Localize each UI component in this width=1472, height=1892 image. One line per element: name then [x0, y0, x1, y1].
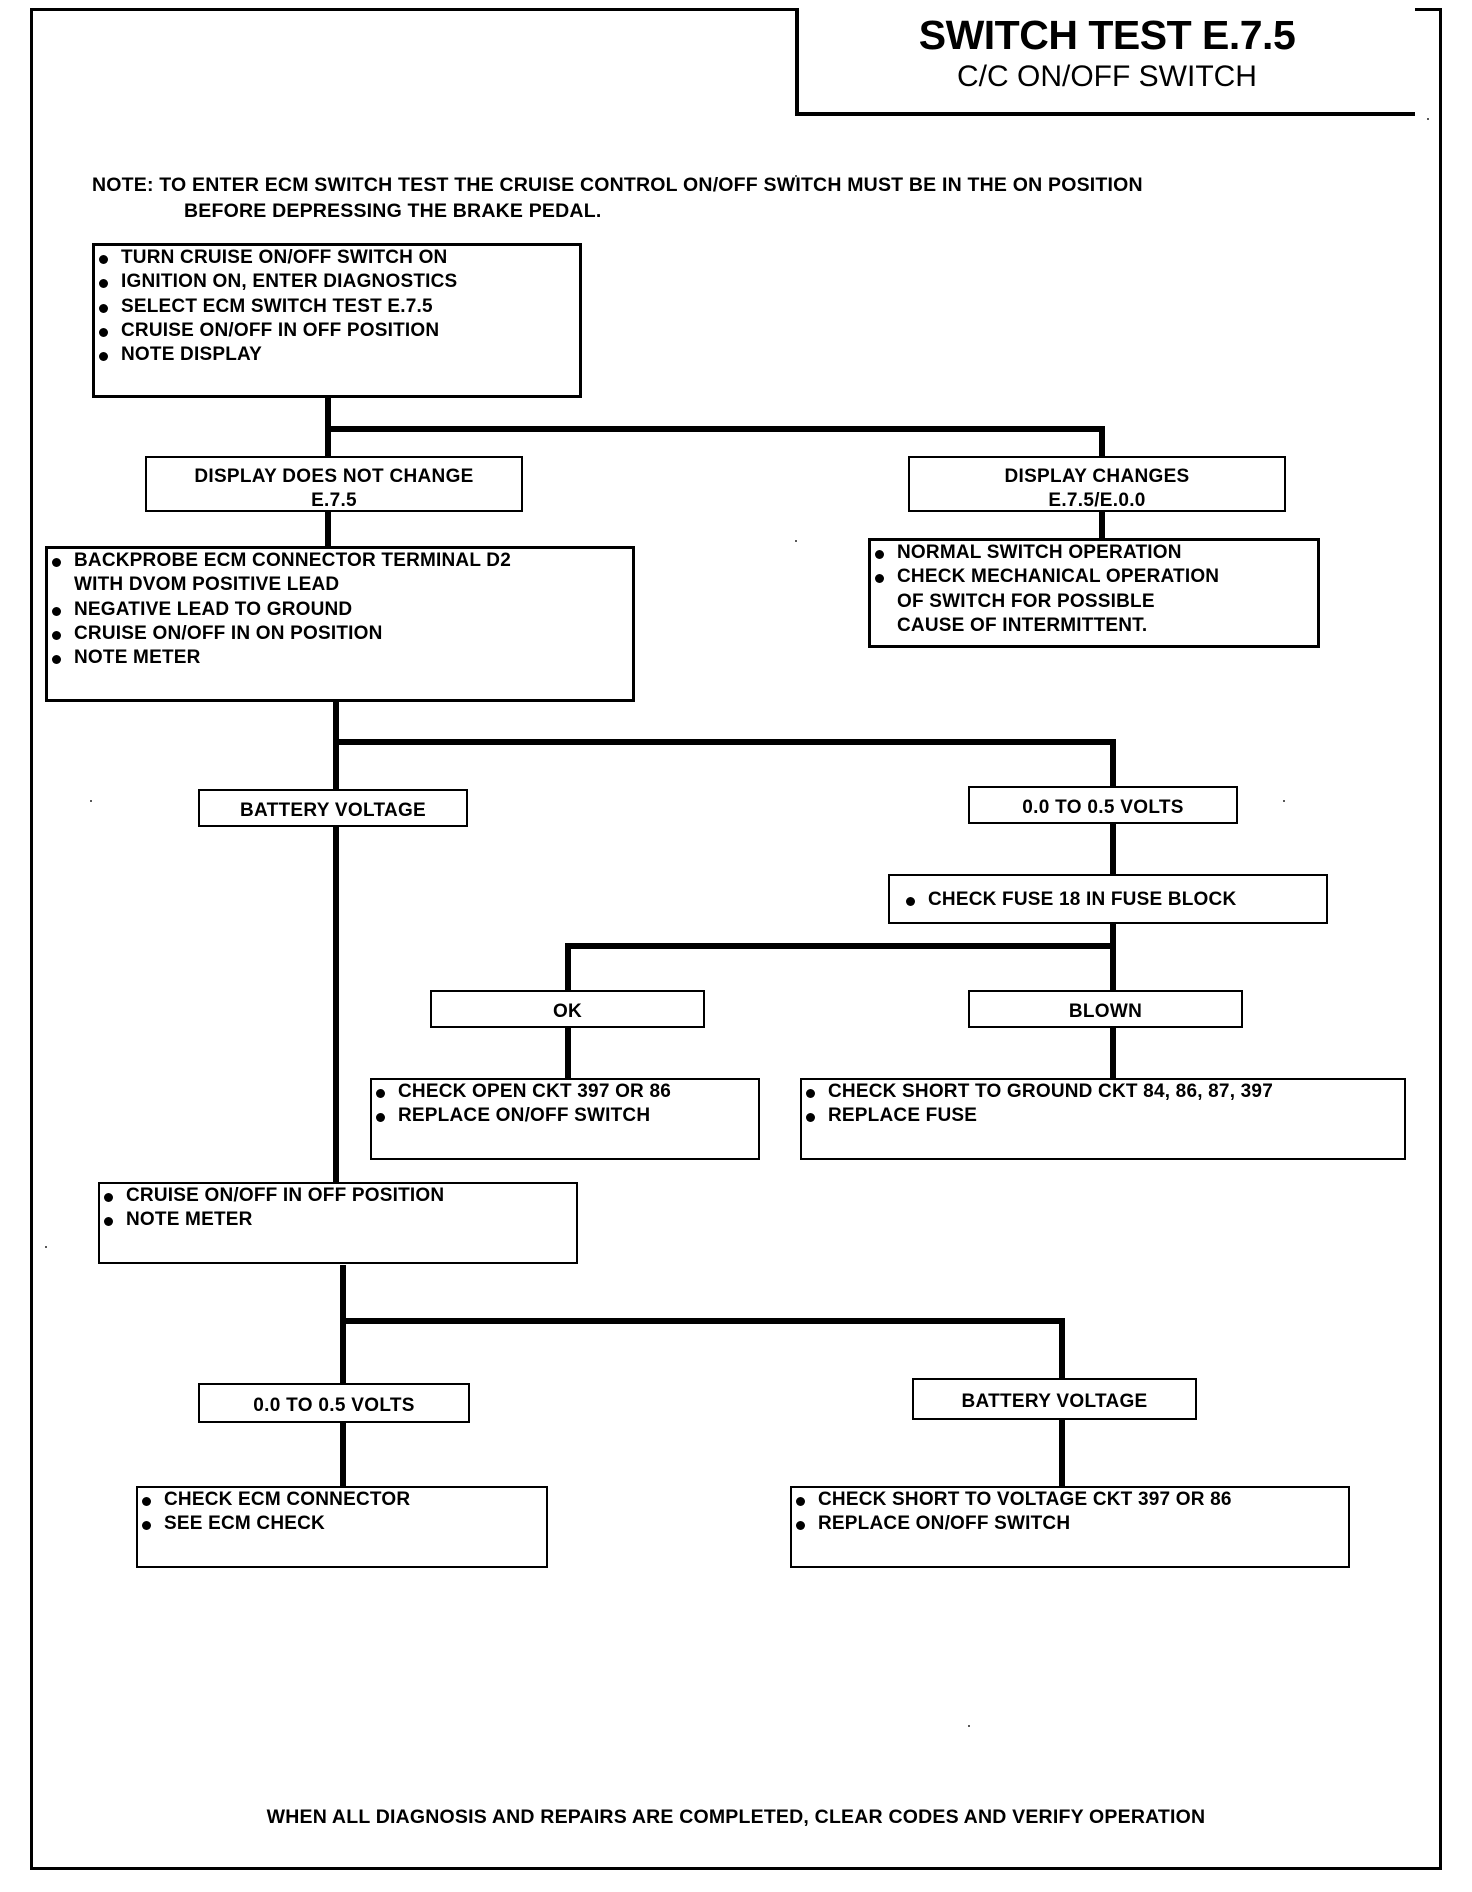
- box-backprobe-list: BACKPROBE ECM CONNECTOR TERMINAL D2 WITH…: [48, 549, 632, 671]
- list-item: CRUISE ON/OFF IN ON POSITION: [48, 622, 632, 646]
- box-display-no-change-line2: E.7.5: [311, 489, 357, 511]
- box-display-changes-line2: E.7.5/E.0.0: [1048, 489, 1146, 511]
- connector-volts1-down: [1110, 823, 1116, 875]
- connector-split-3: [565, 943, 1116, 949]
- list-item: CRUISE ON/OFF IN OFF POSITION: [100, 1184, 576, 1208]
- connector-to-ok: [565, 943, 571, 991]
- box-volts-low-1-label: 0.0 TO 0.5 VOLTS: [1022, 797, 1184, 818]
- connector-to-battery-2: [1059, 1318, 1065, 1383]
- footer-text: WHEN ALL DIAGNOSIS AND REPAIRS ARE COMPL…: [266, 1806, 1206, 1828]
- connector-changes-down: [1099, 512, 1105, 544]
- connector-nochange-down: [325, 512, 331, 547]
- box-ok-label: OK: [552, 1001, 583, 1022]
- note-text: NOTE: TO ENTER ECM SWITCH TEST THE CRUIS…: [92, 172, 1412, 225]
- connector-to-changes: [1099, 426, 1105, 458]
- list-item: CHECK OPEN CKT 397 OR 86: [372, 1080, 758, 1104]
- connector-blown-down: [1110, 1025, 1116, 1079]
- connector-ok-down: [565, 1025, 571, 1079]
- connector-to-no-change: [325, 426, 331, 456]
- box-display-changes-line1: DISPLAY CHANGES: [1004, 466, 1190, 487]
- connector-to-volts-1: [1110, 739, 1116, 789]
- connector-to-blown: [1110, 943, 1116, 991]
- list-item: REPLACE FUSE: [802, 1104, 1404, 1128]
- list-item: REPLACE ON/OFF SWITCH: [792, 1512, 1348, 1536]
- page-border: [30, 8, 1442, 1870]
- list-item: CHECK SHORT TO VOLTAGE CKT 397 OR 86: [792, 1488, 1348, 1512]
- box-battery-voltage-2: BATTERY VOLTAGE: [912, 1378, 1197, 1420]
- box-display-changes: DISPLAY CHANGES E.7.5/E.0.0: [908, 456, 1286, 512]
- list-item: SEE ECM CHECK: [138, 1512, 546, 1536]
- page-title: SWITCH TEST E.7.5: [918, 12, 1296, 58]
- list-item: CHECK SHORT TO GROUND CKT 84, 86, 87, 39…: [802, 1080, 1404, 1104]
- box-cruise-off: CRUISE ON/OFF IN OFF POSITION NOTE METER: [98, 1182, 578, 1264]
- box-display-no-change-line1: DISPLAY DOES NOT CHANGE: [194, 466, 474, 487]
- box-short-to-voltage-list: CHECK SHORT TO VOLTAGE CKT 397 OR 86 REP…: [792, 1488, 1348, 1537]
- box-backprobe: BACKPROBE ECM CONNECTOR TERMINAL D2 WITH…: [45, 546, 635, 702]
- connector-backprobe-down: [333, 700, 339, 745]
- box-start-list: TURN CRUISE ON/OFF SWITCH ON IGNITION ON…: [95, 246, 579, 368]
- box-normal-operation-list: NORMAL SWITCH OPERATION CHECK MECHANICAL…: [871, 541, 1317, 638]
- list-item: CRUISE ON/OFF IN OFF POSITION: [95, 319, 579, 343]
- list-item-continuation: WITH DVOM POSITIVE LEAD: [74, 574, 340, 596]
- note-line-2: BEFORE DEPRESSING THE BRAKE PEDAL.: [184, 200, 602, 223]
- box-check-fuse-list: CHECK FUSE 18 IN FUSE BLOCK: [890, 876, 1326, 922]
- connector-to-battery-1: [333, 739, 339, 789]
- list-item: IGNITION ON, ENTER DIAGNOSTICS: [95, 270, 579, 294]
- box-ecm-check: CHECK ECM CONNECTOR SEE ECM CHECK: [136, 1486, 548, 1568]
- box-blown-actions-list: CHECK SHORT TO GROUND CKT 84, 86, 87, 39…: [802, 1080, 1404, 1129]
- list-item: REPLACE ON/OFF SWITCH: [372, 1104, 758, 1128]
- box-start: TURN CRUISE ON/OFF SWITCH ON IGNITION ON…: [92, 243, 582, 398]
- box-battery-voltage-1-label: BATTERY VOLTAGE: [239, 800, 427, 821]
- note-line-1: NOTE: TO ENTER ECM SWITCH TEST THE CRUIS…: [92, 174, 1143, 196]
- box-normal-operation: NORMAL SWITCH OPERATION CHECK MECHANICAL…: [868, 538, 1320, 648]
- connector-cruiseoff-down: [340, 1265, 346, 1325]
- box-blown: BLOWN: [968, 990, 1243, 1028]
- connector-to-volts-2: [340, 1318, 346, 1383]
- list-item: NOTE DISPLAY: [95, 343, 579, 367]
- list-item: CHECK MECHANICAL OPERATION: [871, 565, 1317, 589]
- list-item: NORMAL SWITCH OPERATION: [871, 541, 1317, 565]
- box-short-to-voltage: CHECK SHORT TO VOLTAGE CKT 397 OR 86 REP…: [790, 1486, 1350, 1568]
- box-battery-voltage-1: BATTERY VOLTAGE: [198, 789, 468, 827]
- list-item: NOTE METER: [48, 646, 632, 670]
- list-item: NEGATIVE LEAD TO GROUND: [48, 598, 632, 622]
- list-item: CHECK ECM CONNECTOR: [138, 1488, 546, 1512]
- connector-split-4: [340, 1318, 1065, 1324]
- box-display-does-not-change: DISPLAY DOES NOT CHANGE E.7.5: [145, 456, 523, 512]
- box-check-fuse: CHECK FUSE 18 IN FUSE BLOCK: [888, 874, 1328, 924]
- page-subtitle: C/C ON/OFF SWITCH: [957, 60, 1257, 94]
- box-blown-actions: CHECK SHORT TO GROUND CKT 84, 86, 87, 39…: [800, 1078, 1406, 1160]
- list-item: TURN CRUISE ON/OFF SWITCH ON: [95, 246, 579, 270]
- box-volts-low-2: 0.0 TO 0.5 VOLTS: [198, 1383, 470, 1423]
- box-ok-actions: CHECK OPEN CKT 397 OR 86 REPLACE ON/OFF …: [370, 1078, 760, 1160]
- box-battery-voltage-2-label: BATTERY VOLTAGE: [961, 1391, 1148, 1412]
- connector-volts2-down: [340, 1420, 346, 1488]
- connector-battery2-down: [1059, 1420, 1065, 1488]
- connector-split-1: [325, 426, 1105, 432]
- connector-start-down: [325, 396, 331, 432]
- box-volts-low-1: 0.0 TO 0.5 VOLTS: [968, 786, 1238, 824]
- list-item-continuation: OF SWITCH FOR POSSIBLE: [897, 590, 1155, 612]
- box-blown-label: BLOWN: [1068, 1001, 1143, 1022]
- title-block: SWITCH TEST E.7.5 C/C ON/OFF SWITCH: [795, 8, 1415, 116]
- connector-split-2: [333, 739, 1116, 745]
- list-item: NOTE METER: [100, 1208, 576, 1232]
- connector-battery1-down: [333, 823, 339, 1191]
- list-item: SELECT ECM SWITCH TEST E.7.5: [95, 295, 579, 319]
- list-item: BACKPROBE ECM CONNECTOR TERMINAL D2: [48, 549, 632, 573]
- box-ok: OK: [430, 990, 705, 1028]
- list-item-continuation: CAUSE OF INTERMITTENT.: [897, 614, 1148, 636]
- list-item: CHECK FUSE 18 IN FUSE BLOCK: [902, 888, 1316, 912]
- box-cruise-off-list: CRUISE ON/OFF IN OFF POSITION NOTE METER: [100, 1184, 576, 1233]
- box-ecm-check-list: CHECK ECM CONNECTOR SEE ECM CHECK: [138, 1488, 546, 1537]
- box-ok-actions-list: CHECK OPEN CKT 397 OR 86 REPLACE ON/OFF …: [372, 1080, 758, 1129]
- box-volts-low-2-label: 0.0 TO 0.5 VOLTS: [253, 1395, 415, 1416]
